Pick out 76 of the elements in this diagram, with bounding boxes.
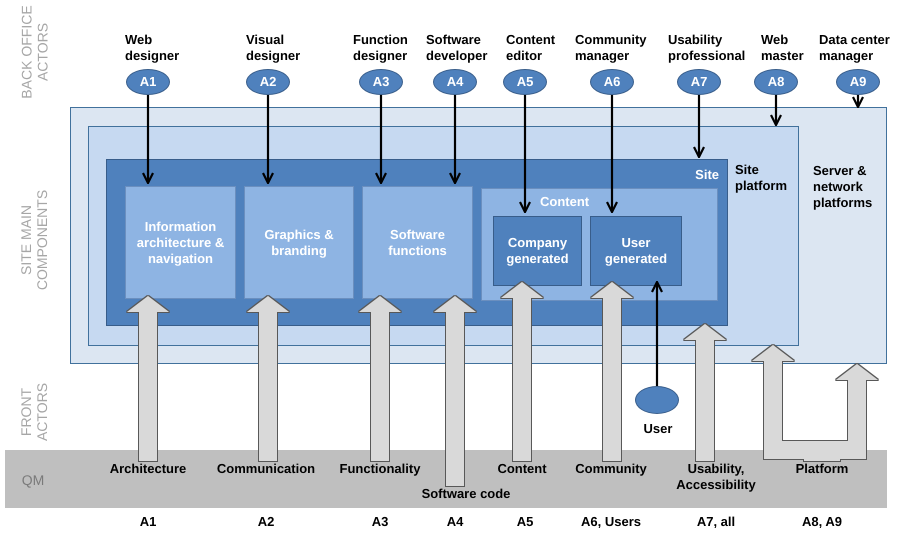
block-arrow xyxy=(359,296,401,461)
quality-label: Functionality xyxy=(338,461,422,477)
actor-role-label: Usability professional xyxy=(668,32,746,64)
box-label: Content xyxy=(540,194,590,210)
box-label: Site platform xyxy=(735,162,788,194)
actor-code: A2 xyxy=(258,74,278,90)
actor-code: A8 xyxy=(766,74,786,90)
component-box xyxy=(244,186,354,299)
responsibility-label: A2 xyxy=(256,514,276,529)
arrow xyxy=(650,280,664,386)
responsibility-label: A6, Users xyxy=(580,514,642,529)
actor-code: A7 xyxy=(690,74,708,90)
arrow xyxy=(770,95,782,126)
lane-label: QM xyxy=(20,472,46,490)
content-box xyxy=(481,188,718,301)
actor-role-label: Web designer xyxy=(125,32,180,64)
box-label: Company generated xyxy=(505,235,570,267)
quality-label: Platform xyxy=(794,461,850,477)
arrow xyxy=(518,95,532,214)
user-label: User xyxy=(642,421,674,437)
arrow xyxy=(262,95,274,184)
box-label: Information architecture & navigation xyxy=(136,218,226,266)
actor-role-label: Software developer xyxy=(426,32,488,64)
actor-code: A1 xyxy=(138,74,158,90)
component-box xyxy=(362,186,473,299)
content-type-box xyxy=(493,216,582,286)
site-box xyxy=(106,159,728,326)
box-label: Graphics & branding xyxy=(263,226,335,258)
actor-role-label: Content editor xyxy=(506,32,556,64)
block-arrow xyxy=(591,282,633,461)
box-label: Site xyxy=(695,167,719,183)
actor-code: A5 xyxy=(516,74,534,90)
content-type-box xyxy=(590,216,682,286)
lane-label: SITE MAIN COMPONENTS xyxy=(18,188,51,292)
block-arrow xyxy=(684,324,726,461)
actor-code: A6 xyxy=(602,74,622,90)
block-arrow xyxy=(127,296,169,461)
arrow xyxy=(692,95,706,158)
quality-label: Architecture xyxy=(108,461,188,477)
arrow xyxy=(448,95,462,184)
actor-role-label: Visual designer xyxy=(246,32,302,64)
responsibility-label: A7, all xyxy=(696,514,736,529)
lane-label: BACK OFFICE ACTORS xyxy=(18,4,51,100)
arrow xyxy=(852,95,864,108)
platform-box xyxy=(88,126,799,346)
actor-role-label: Web master xyxy=(761,32,805,64)
block-arrow xyxy=(247,296,289,461)
quality-label: Communication xyxy=(216,461,316,477)
actor-code: A3 xyxy=(372,74,390,90)
box-label: User generated xyxy=(604,235,668,267)
arrow xyxy=(142,95,154,184)
responsibility-label: A4 xyxy=(446,514,464,529)
responsibility-label: A3 xyxy=(370,514,390,529)
block-arrow xyxy=(804,364,878,461)
lane-label: FRONT ACTORS xyxy=(18,382,51,442)
block-arrow xyxy=(752,345,840,461)
actor-role-label: Community manager xyxy=(575,32,648,64)
block-arrow xyxy=(501,282,543,461)
arrow xyxy=(606,95,618,214)
component-box xyxy=(125,186,236,299)
quality-label: Software code xyxy=(420,486,512,502)
responsibility-label: A1 xyxy=(138,514,158,529)
quality-label: Content xyxy=(496,461,548,477)
quality-label: Usability, Accessibility xyxy=(675,461,757,493)
actor-role-label: Data center manager xyxy=(819,32,891,64)
box-label: Server & network platforms xyxy=(813,163,874,211)
actor-code: A9 xyxy=(848,74,868,90)
actor-code: A4 xyxy=(446,74,464,90)
platform-box xyxy=(70,107,887,364)
responsibility-label: A8, A9 xyxy=(801,514,843,529)
arrow xyxy=(374,95,388,184)
box-label: Software functions xyxy=(387,226,448,258)
block-arrow xyxy=(434,296,476,486)
responsibility-label: A5 xyxy=(516,514,534,529)
quality-label: Community xyxy=(574,461,648,477)
actor-role-label: Function designer xyxy=(353,32,409,64)
